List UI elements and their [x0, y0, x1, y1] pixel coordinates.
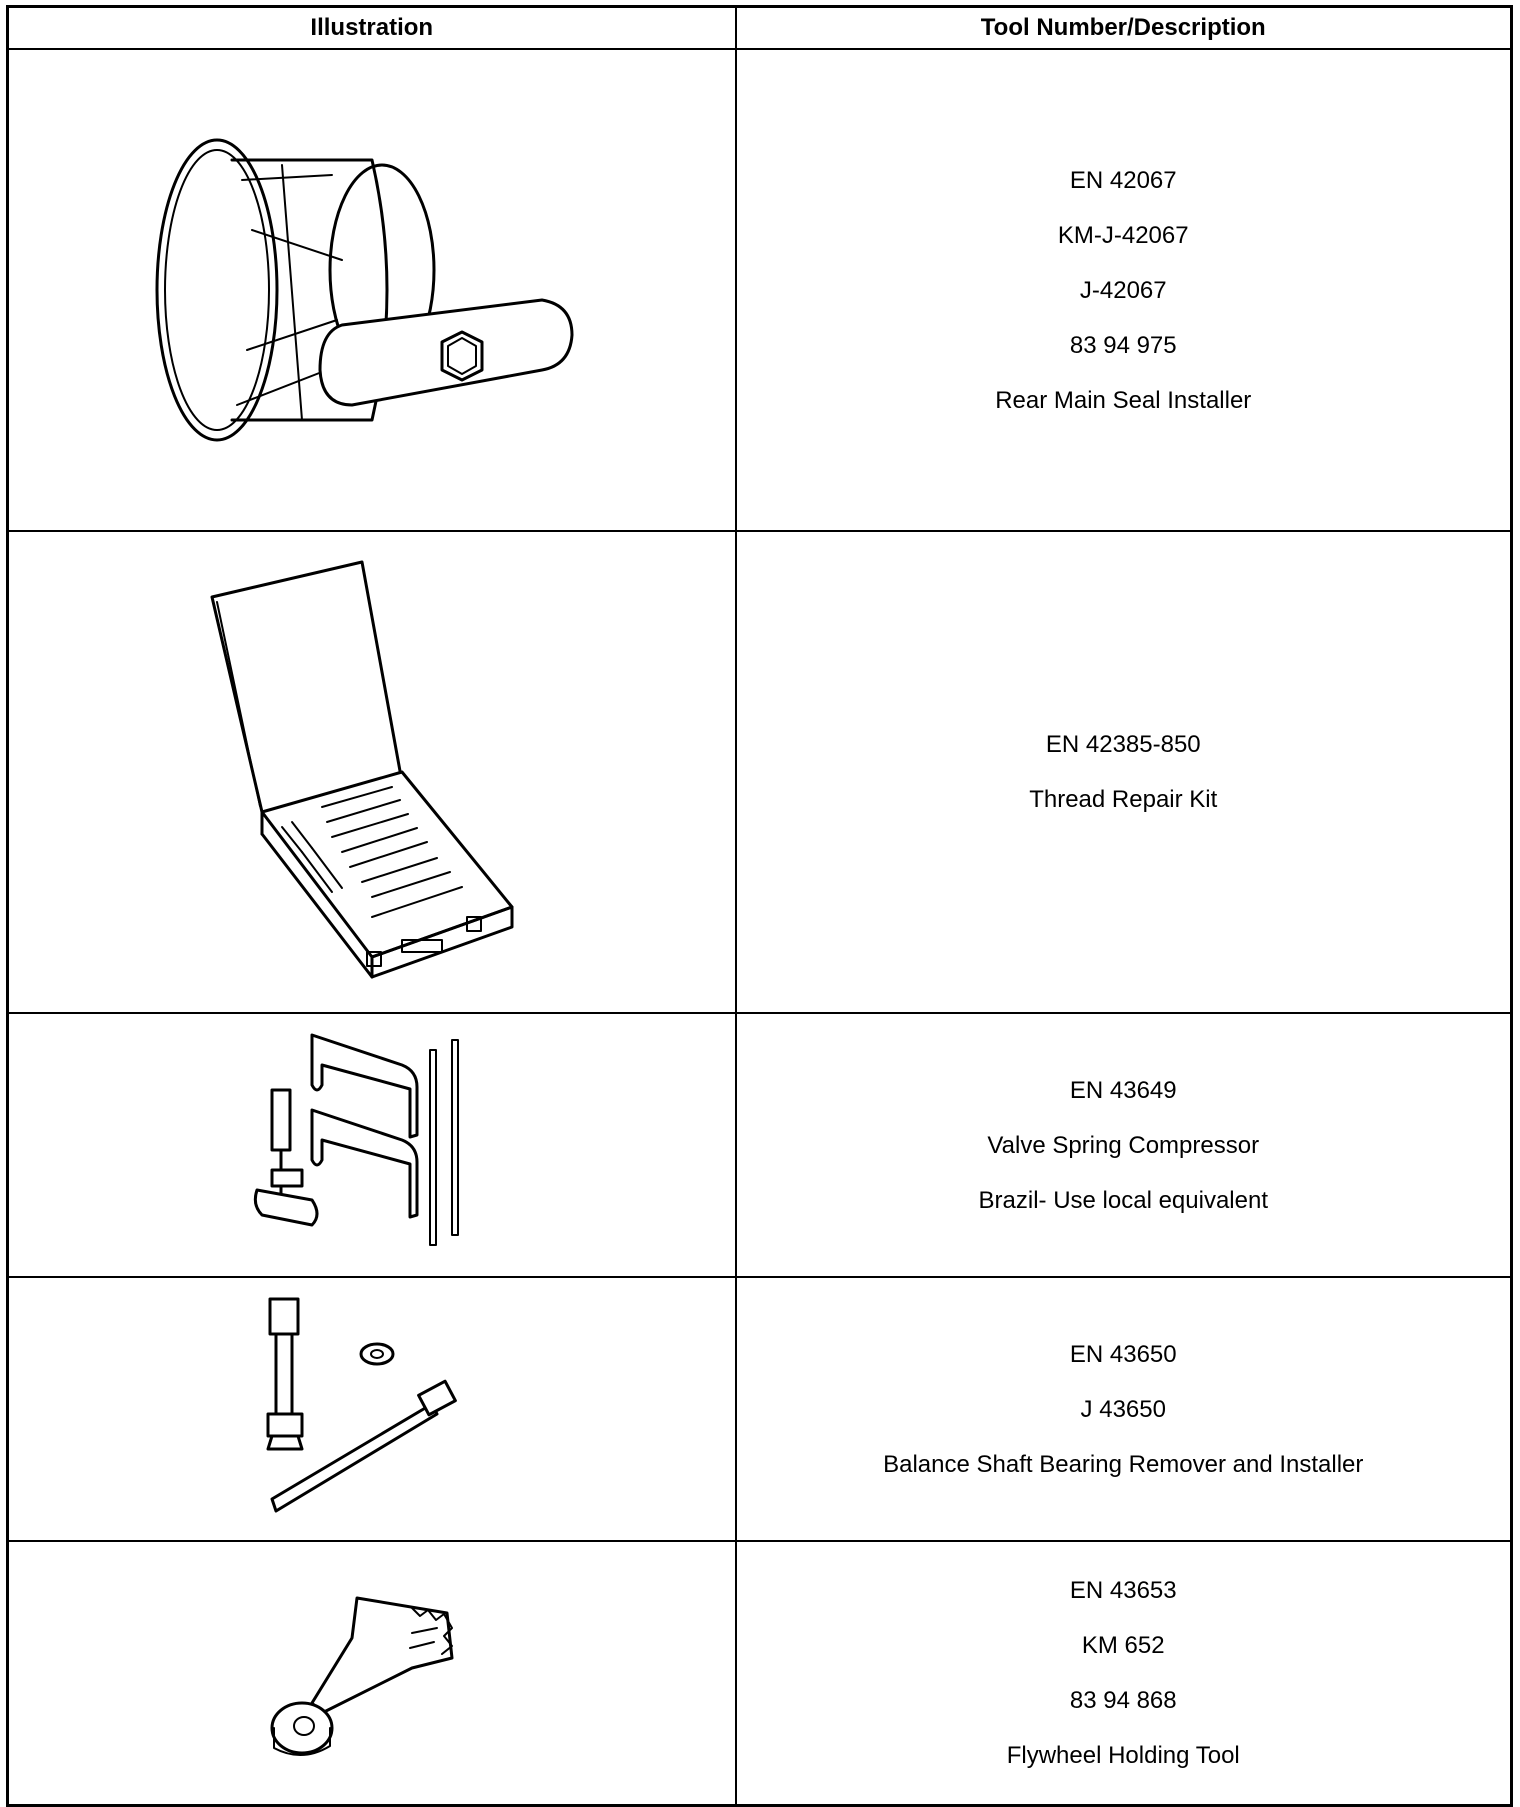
tool-number: EN 43650	[1069, 1340, 1177, 1368]
illustration-cell	[6, 1012, 737, 1278]
tool-description: Balance Shaft Bearing Remover and Instal…	[883, 1450, 1364, 1478]
thread-repair-kit-illustration	[210, 560, 514, 979]
tool-note: Brazil- Use local equivalent	[978, 1186, 1268, 1214]
tool-number: EN 42385-850	[1045, 731, 1201, 758]
header-illustration: Illustration	[6, 5, 737, 50]
table-row: EN 43650 J 43650 Balance Shaft Bearing R…	[6, 1276, 1513, 1542]
description-cell: EN 43649 Valve Spring Compressor Brazil-…	[734, 1012, 1513, 1278]
description-cell: EN 42385-850 Thread Repair Kit	[734, 530, 1513, 1014]
rear-main-seal-installer-illustration	[155, 138, 574, 442]
tool-number: J 43650	[1080, 1395, 1166, 1423]
tool-number: 83 94 975	[1069, 331, 1177, 359]
description-cell: EN 43653 KM 652 83 94 868 Flywheel Holdi…	[734, 1540, 1513, 1807]
valve-spring-compressor-illustration	[253, 1033, 459, 1246]
tool-number: J-42067	[1079, 276, 1167, 304]
tool-number: EN 43649	[1069, 1076, 1177, 1104]
illustration-cell	[6, 1276, 737, 1542]
tool-number: EN 42067	[1069, 166, 1177, 194]
tool-number: 83 94 868	[1069, 1687, 1177, 1714]
tool-number: KM-J-42067	[1057, 221, 1189, 249]
table-row: EN 42067 KM-J-42067 J-42067 83 94 975 Re…	[6, 48, 1513, 532]
balance-shaft-bearing-tool-illustration	[266, 1297, 457, 1513]
special-tools-table: Illustration Tool Number/Description	[6, 5, 1513, 1807]
table-row: EN 42385-850 Thread Repair Kit	[6, 530, 1513, 1014]
flywheel-holding-tool-illustration	[270, 1596, 454, 1756]
description-cell: EN 42067 KM-J-42067 J-42067 83 94 975 Re…	[734, 48, 1513, 532]
table-header-row: Illustration Tool Number/Description	[6, 5, 1513, 50]
tool-description: Rear Main Seal Installer	[995, 386, 1252, 414]
illustration-cell	[6, 1540, 737, 1807]
table-row: EN 43649 Valve Spring Compressor Brazil-…	[6, 1012, 1513, 1278]
illustration-cell	[6, 48, 737, 532]
tool-description: Valve Spring Compressor	[987, 1131, 1260, 1159]
header-tool-description: Tool Number/Description	[734, 5, 1513, 50]
description-cell: EN 43650 J 43650 Balance Shaft Bearing R…	[734, 1276, 1513, 1542]
illustration-cell	[6, 530, 737, 1014]
tool-description: Flywheel Holding Tool	[1006, 1742, 1240, 1769]
tool-number: EN 43653	[1069, 1577, 1177, 1604]
tool-description: Thread Repair Kit	[1029, 786, 1218, 813]
table-row: EN 43653 KM 652 83 94 868 Flywheel Holdi…	[6, 1540, 1513, 1807]
tool-number: KM 652	[1081, 1632, 1165, 1659]
